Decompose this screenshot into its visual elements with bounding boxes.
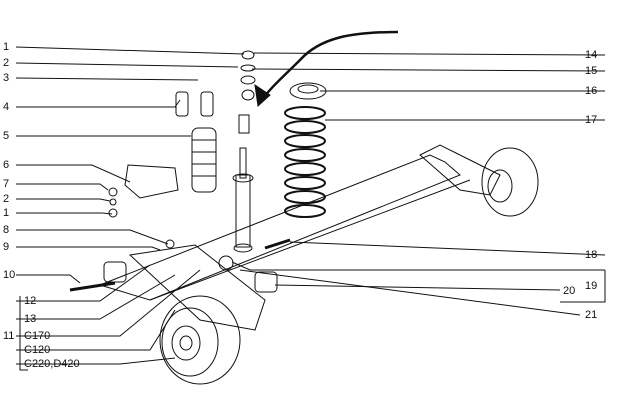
- callout-3: 3: [3, 72, 10, 84]
- callout-5: 5: [3, 130, 10, 142]
- callout-9: 9: [3, 241, 10, 253]
- callout-7: 7: [3, 178, 10, 190]
- callout-14: 14: [585, 49, 598, 61]
- callout-8: 8: [3, 224, 10, 236]
- callout-13: 13: [24, 313, 37, 325]
- callout-12: 12: [24, 295, 37, 307]
- callout-1-top: 1: [3, 41, 10, 53]
- callout-2-mid: 2: [3, 193, 10, 205]
- callout-2-top: 2: [3, 57, 10, 69]
- callout-c120: C120: [24, 344, 51, 356]
- callout-10: 10: [3, 269, 16, 281]
- callout-16: 16: [585, 85, 598, 97]
- callout-11: 11: [3, 330, 15, 342]
- callout-15: 15: [585, 65, 598, 77]
- callout-1-mid: 1: [3, 207, 10, 219]
- callout-19: 19: [585, 280, 598, 292]
- callout-20: 20: [563, 285, 576, 297]
- callout-21: 21: [585, 309, 598, 321]
- callout-6: 6: [3, 159, 10, 171]
- callout-c170: C170: [24, 330, 51, 342]
- callout-c220-d420: C220,D420: [24, 358, 80, 370]
- callout-4: 4: [3, 101, 10, 113]
- callout-17: 17: [585, 114, 598, 126]
- callout-18: 18: [585, 249, 598, 261]
